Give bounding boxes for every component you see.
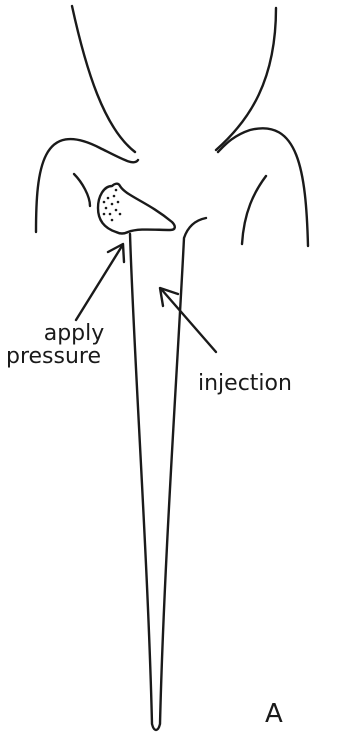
right-arm-inner xyxy=(242,176,266,244)
panel-letter: A xyxy=(265,702,283,726)
label-pressure: pressure xyxy=(6,345,101,369)
lobe-structure xyxy=(98,184,175,234)
lobe-stipple xyxy=(103,189,122,222)
label-injection: injection xyxy=(198,372,292,396)
apply-pressure-arrow-shaft xyxy=(76,246,122,320)
left-arm-inner xyxy=(74,174,90,206)
injection-arrow-shaft xyxy=(162,290,216,352)
central-stem xyxy=(130,218,206,730)
label-apply: apply xyxy=(31,322,117,346)
left-arm xyxy=(36,139,138,232)
left-upper-curve xyxy=(72,6,135,152)
right-arm xyxy=(218,128,308,246)
